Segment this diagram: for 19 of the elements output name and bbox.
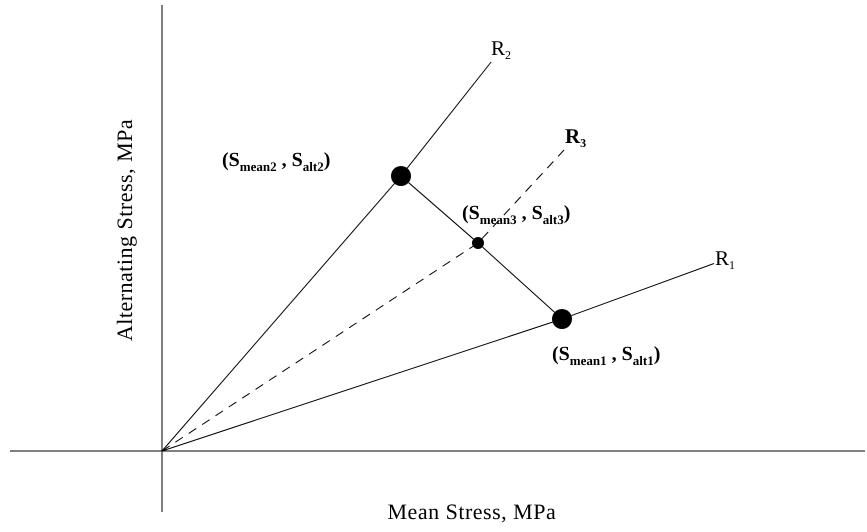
axis-title: Alternating Stress, MPa	[112, 118, 138, 342]
axis-title: Mean Stress, MPa	[388, 499, 556, 525]
data-point-dot	[472, 237, 484, 249]
coordinate-label: (S$_{mean1}$ , S$_{alt1}$)	[552, 344, 660, 367]
load-line	[408, 182, 474, 240]
ray-label: R$_{2}$	[491, 38, 512, 61]
load-line	[570, 263, 714, 316]
dashed-load-line	[482, 150, 565, 240]
ray-label: R$_{1}$	[715, 248, 736, 271]
data-point-dot	[391, 166, 411, 186]
coordinate-label: (S$_{mean2}$ , S$_{alt2}$)	[222, 150, 330, 173]
data-point-dot	[552, 309, 572, 329]
dashed-load-line	[162, 246, 474, 452]
load-line	[162, 322, 553, 452]
coordinate-label: (S$_{mean3}$ , S$_{alt3}$)	[462, 203, 570, 226]
ray-label: R$_{3}$	[565, 126, 586, 149]
load-line	[482, 246, 556, 313]
load-line	[162, 183, 395, 452]
load-line	[406, 62, 492, 169]
